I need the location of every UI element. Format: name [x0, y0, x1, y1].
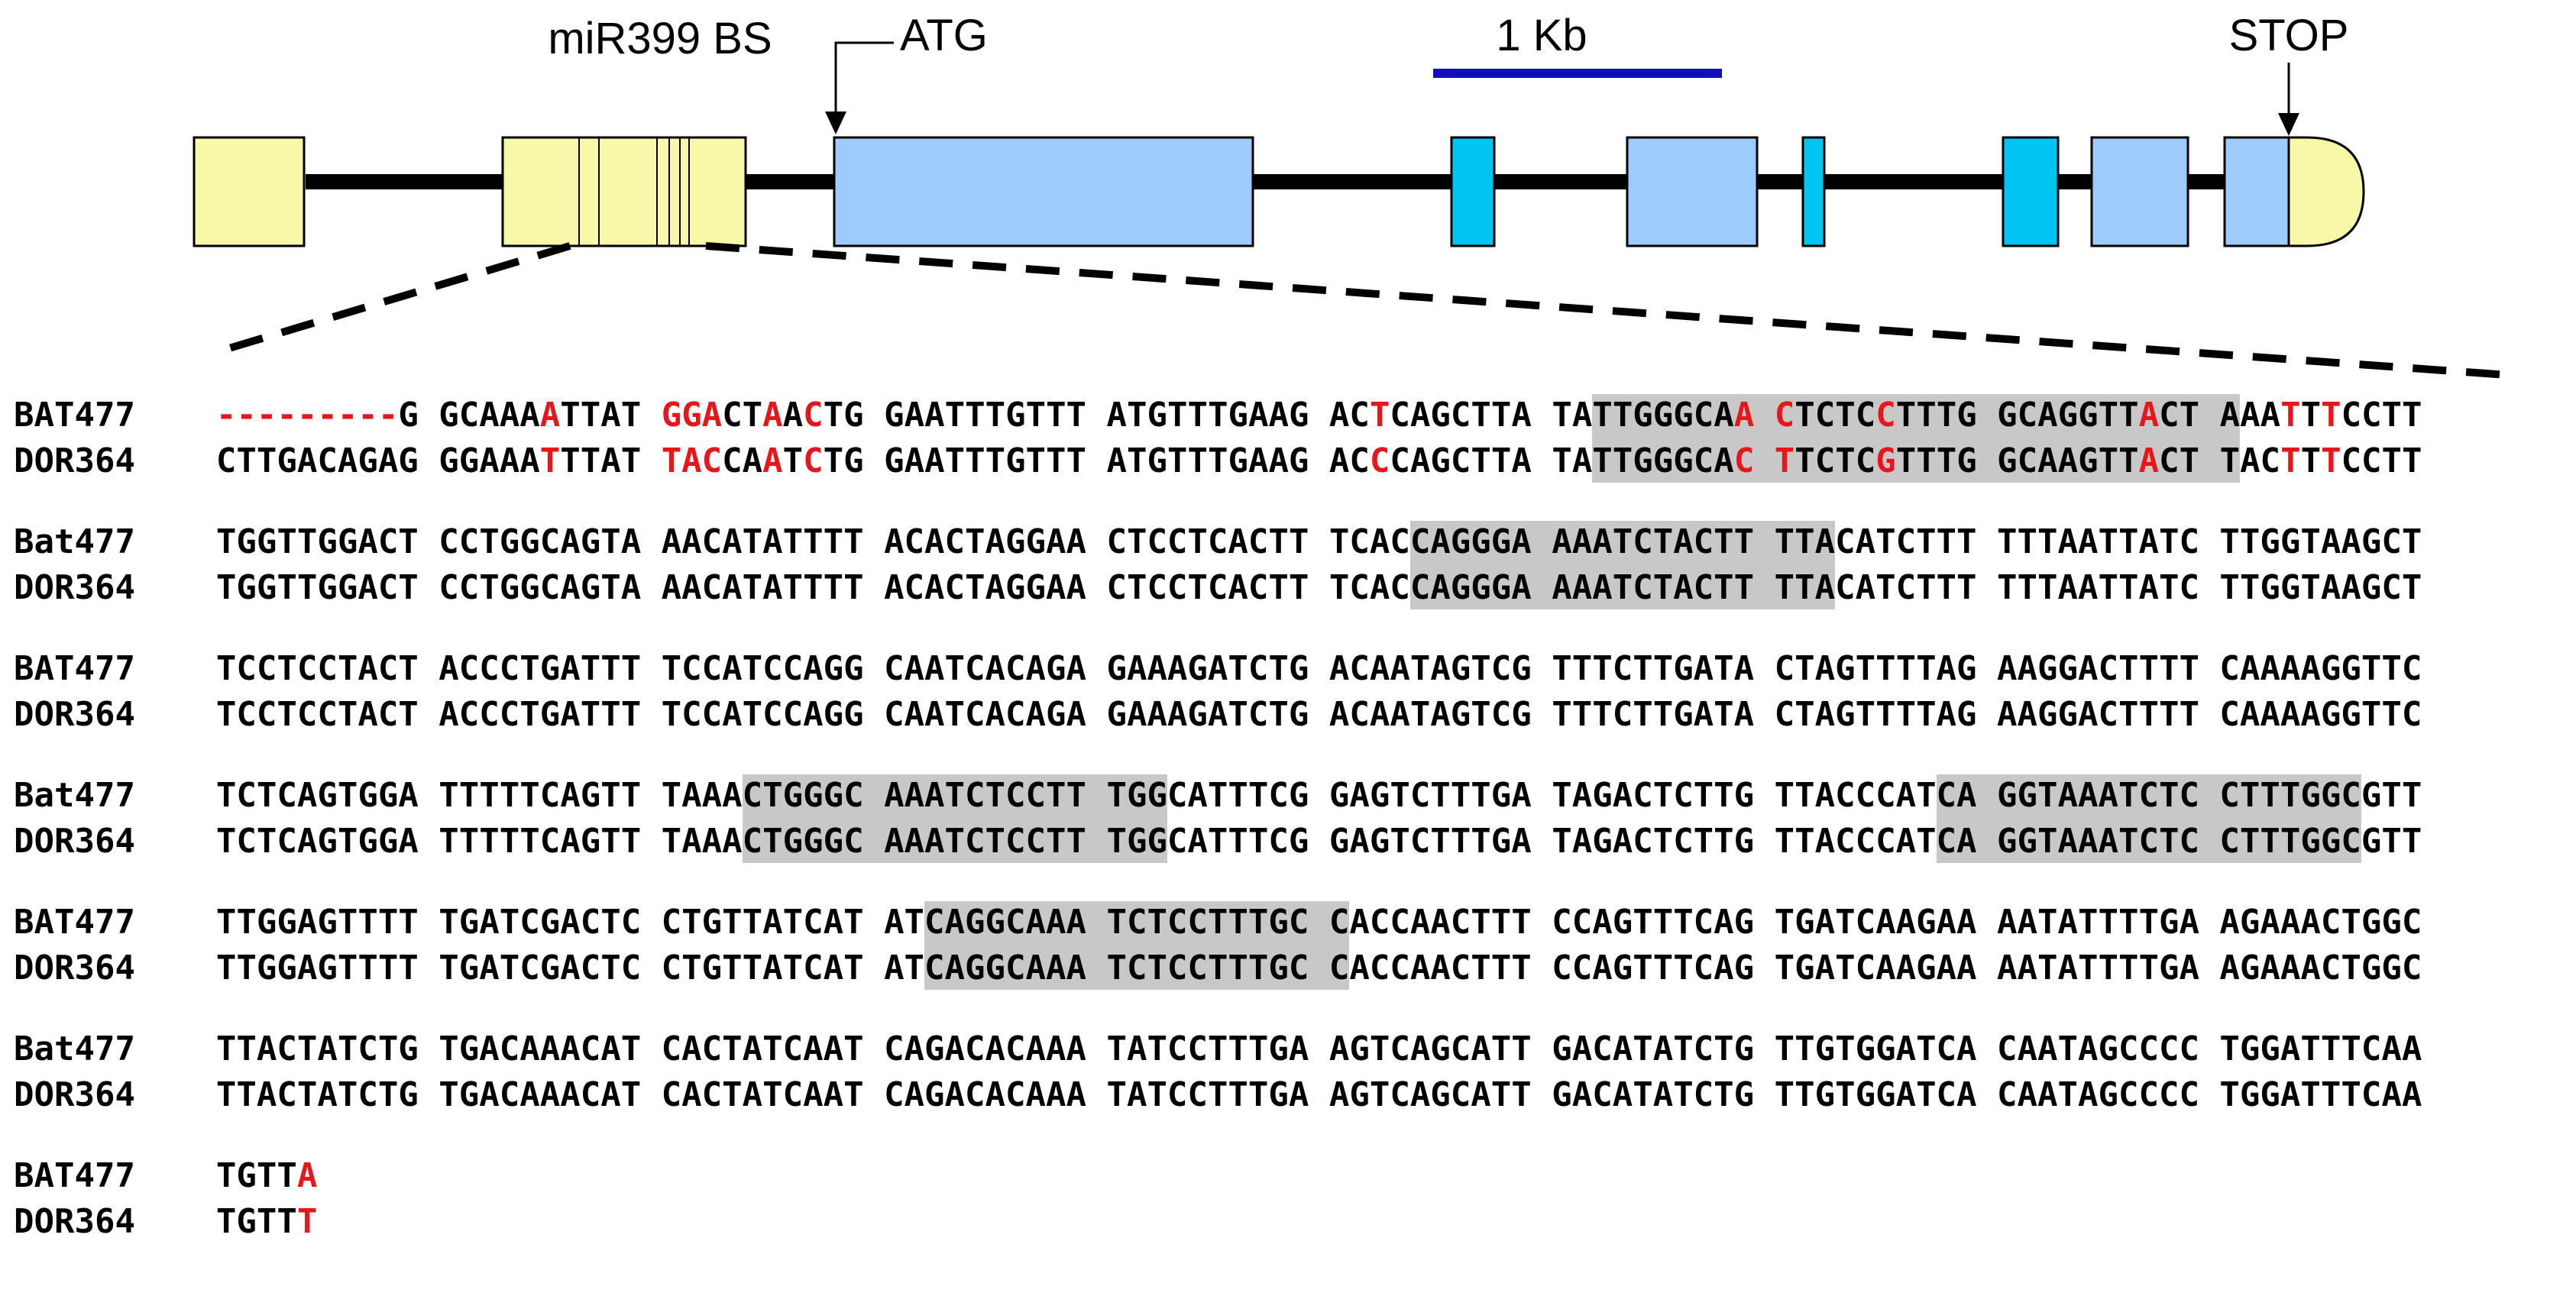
sequence-text: TGTTT	[215, 1202, 318, 1241]
stop-label: STOP	[2229, 11, 2349, 60]
zoom-line-right	[705, 242, 2519, 380]
sequence-text: TTACTATCTG TGACAAACAT CACTATCAAT CAGACAC…	[215, 1029, 2422, 1068]
stop-arrow-head	[2278, 113, 2299, 136]
atg-arrow-line	[834, 41, 894, 115]
sequence-text: TTGGAGTTTT TGATCGACTC CTGTTATCAT ATCAGGC…	[215, 903, 2422, 942]
exon-1	[833, 136, 1254, 247]
sequence-name: DOR364	[14, 822, 135, 861]
gene-structure-diagram: miR399 BS ATG 1 Kb STOP	[193, 11, 2519, 380]
atg-label: ATG	[900, 11, 988, 60]
alignment-row: DOR364 TGGTTGGACT CCTGGCAGTA AACATATTTT A…	[14, 565, 2422, 611]
sequence-name: DOR364	[14, 568, 135, 607]
sequence-text: TGTTA	[215, 1156, 318, 1195]
sequence-name: DOR364	[14, 1202, 135, 1241]
sequence-text: CTTGACAGAG GGAAATTTAT TACCAATCTG GAATTTG…	[215, 441, 2422, 480]
exon-5	[2002, 136, 2060, 247]
sequence-text: TCCTCCTACT ACCCTGATTT TCCATCCAGG CAATCAC…	[215, 695, 2422, 734]
sequence-text: TGGTTGGACT CCTGGCAGTA AACATATTTT ACACTAG…	[215, 568, 2422, 607]
scale-bar-label: 1 Kb	[1496, 11, 1587, 60]
sequence-name: Bat477	[14, 776, 135, 815]
sequence-name: Bat477	[14, 1029, 135, 1068]
sequence-name: DOR364	[14, 949, 135, 987]
alignment-row: BAT477 TCCTCCTACT ACCCTGATTT TCCATCCAGG C…	[14, 646, 2422, 692]
alignment-row: Bat477 TTACTATCTG TGACAAACAT CACTATCAAT C…	[14, 1026, 2422, 1072]
alignment-row: Bat477 TGGTTGGACT CCTGGCAGTA AACATATTTT A…	[14, 519, 2422, 565]
motif-highlight	[742, 774, 1167, 863]
motif-highlight	[1409, 521, 1836, 609]
binding-site-marks	[578, 137, 690, 246]
sequence-name: DOR364	[14, 441, 135, 480]
exon-7	[2223, 136, 2290, 247]
atg-arrow-head	[825, 112, 846, 134]
sequence-text: ---------G GCAAAATTAT GGACTAACTG GAATTTG…	[215, 396, 2422, 435]
utr-5prime-binding-region	[501, 136, 747, 247]
sequence-text: TTGGAGTTTT TGATCGACTC CTGTTATCAT ATCAGGC…	[215, 949, 2422, 987]
sequence-name: BAT477	[14, 396, 135, 435]
alignment-row: Bat477 TCTCAGTGGA TTTTTCAGTT TAAACTGGGC A…	[14, 773, 2422, 819]
alignment-row: BAT477 TTGGAGTTTT TGATCGACTC CTGTTATCAT A…	[14, 900, 2422, 945]
alignment-row: DOR364 TGTTT	[14, 1199, 317, 1245]
alignment-row: BAT477 ---------G GCAAAATTAT GGACTAACTG G…	[14, 393, 2422, 438]
motif-highlight	[924, 901, 1350, 990]
binding-site-label: miR399 BS	[548, 14, 772, 63]
sequence-name: BAT477	[14, 1156, 135, 1195]
sequence-name: BAT477	[14, 903, 135, 942]
sequence-text: TGGTTGGACT CCTGGCAGTA AACATATTTT ACACTAG…	[215, 522, 2422, 561]
utr-5prime-left	[193, 136, 306, 247]
sequence-text: TCTCAGTGGA TTTTTCAGTT TAAACTGGGC AAATCTC…	[215, 776, 2422, 815]
exon-6	[2090, 136, 2189, 247]
sequence-text: TTACTATCTG TGACAAACAT CACTATCAAT CAGACAC…	[215, 1075, 2422, 1114]
sequence-text: TCCTCCTACT ACCCTGATTT TCCATCCAGG CAATCAC…	[215, 649, 2422, 688]
motif-highlight	[1936, 774, 2361, 863]
alignment-row: BAT477 TGTTA	[14, 1153, 317, 1199]
alignment-row: DOR364 TTGGAGTTTT TGATCGACTC CTGTTATCAT A…	[14, 945, 2422, 991]
exon-3	[1626, 136, 1759, 247]
utr-3prime	[2287, 136, 2365, 247]
exon-2	[1450, 136, 1496, 247]
alignment-row: DOR364 TCCTCCTACT ACCCTGATTT TCCATCCAGG C…	[14, 692, 2422, 738]
alignment-row: DOR364 CTTGACAGAG GGAAATTTAT TACCAATCTG G…	[14, 438, 2422, 484]
sequence-name: DOR364	[14, 1075, 135, 1114]
zoom-line-left	[212, 242, 571, 357]
alignment-row: DOR364 TTACTATCTG TGACAAACAT CACTATCAAT C…	[14, 1072, 2422, 1118]
sequence-text: TCTCAGTGGA TTTTTCAGTT TAAACTGGGC AAATCTC…	[215, 822, 2422, 861]
alignment-row: DOR364 TCTCAGTGGA TTTTTCAGTT TAAACTGGGC A…	[14, 819, 2422, 865]
exon-4	[1801, 136, 1826, 247]
sequence-name: Bat477	[14, 522, 135, 561]
motif-highlight	[1592, 394, 2240, 483]
sequence-name: BAT477	[14, 649, 135, 688]
sequence-name: DOR364	[14, 695, 135, 734]
